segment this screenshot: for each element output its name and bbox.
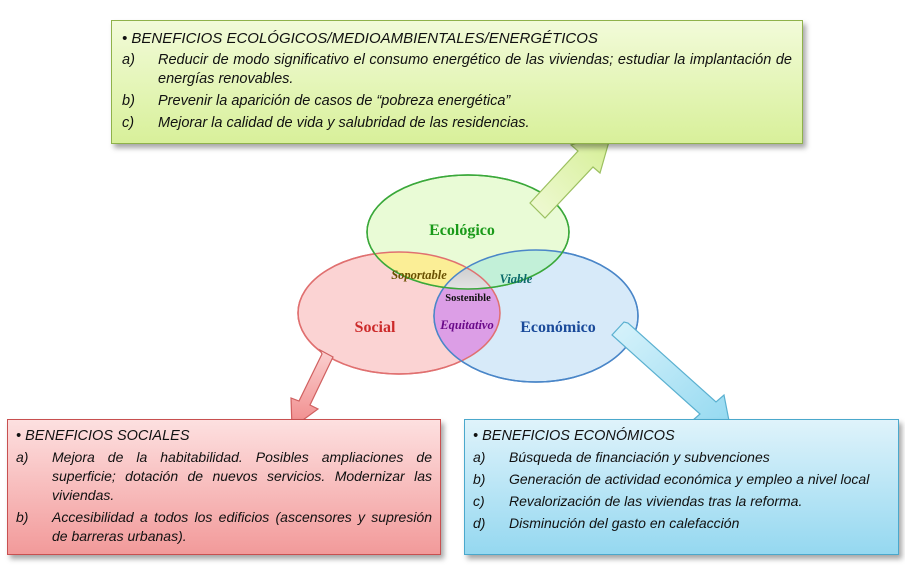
label-sostenible: Sostenible xyxy=(445,293,491,304)
label-soportable: Soportable xyxy=(391,268,447,282)
list-item: b) Generación de actividad económica y e… xyxy=(473,471,870,487)
box-beneficios-economicos: • BENEFICIOS ECONÓMICOS a) Búsqueda de f… xyxy=(464,419,899,555)
arrow-to-social xyxy=(290,348,334,430)
label-social: Social xyxy=(355,319,396,336)
list-item: c) Revalorización de las viviendas tras … xyxy=(473,493,803,509)
box-title: • BENEFICIOS ECONÓMICOS xyxy=(473,428,675,444)
box-title: • BENEFICIOS ECOLÓGICOS/MEDIOAMBIENTALES… xyxy=(122,30,598,47)
box-beneficios-sociales: • BENEFICIOS SOCIALES a) Mejora de la ha… xyxy=(7,419,441,555)
label-equitativo: Equitativo xyxy=(439,318,493,332)
arrow-to-economico xyxy=(611,321,732,432)
list-item: b) Accesibilidad a todos los edificios (… xyxy=(16,509,432,544)
list-item: c) Mejorar la calidad de vida y salubrid… xyxy=(122,115,530,131)
list-item: a) Reducir de modo significativo el cons… xyxy=(122,52,792,87)
box-title: • BENEFICIOS SOCIALES xyxy=(16,428,190,444)
overlap-sostenible xyxy=(434,252,500,289)
list-item: d) Disminución del gasto en calefacción xyxy=(473,515,740,531)
box-beneficios-ecologicos: • BENEFICIOS ECOLÓGICOS/MEDIOAMBIENTALES… xyxy=(111,20,803,144)
label-economico: Económico xyxy=(520,319,596,336)
label-viable: Viable xyxy=(500,272,533,286)
list-item: a) Mejora de la habitabilidad. Posibles … xyxy=(16,449,432,503)
label-ecologico: Ecológico xyxy=(429,222,495,239)
list-item: b) Prevenir la aparición de casos de “po… xyxy=(122,93,511,109)
arrow-to-ecologico xyxy=(529,130,613,219)
list-item: a) Búsqueda de financiación y subvencion… xyxy=(473,449,770,465)
